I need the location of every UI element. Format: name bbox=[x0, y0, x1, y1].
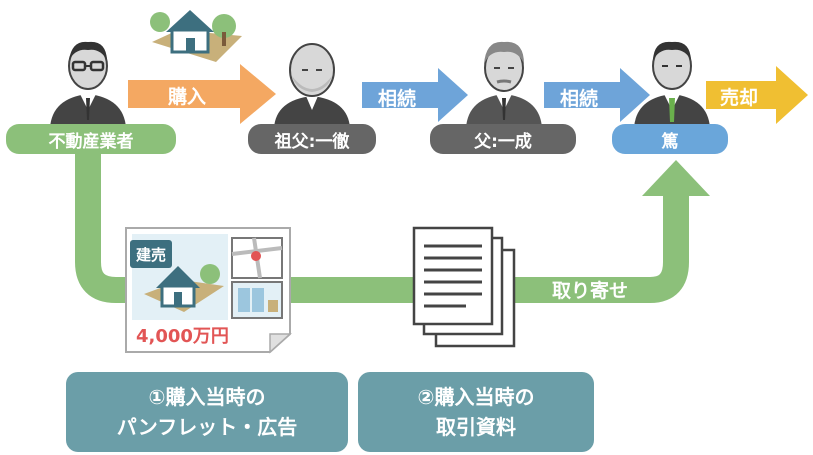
inheritance-label-1: 相続 bbox=[378, 88, 417, 110]
sale-arrow bbox=[706, 66, 808, 124]
father-label: 父:一成 bbox=[430, 124, 576, 154]
dealer-label: 不動産業者 bbox=[6, 124, 176, 154]
inheritance-arrow-2 bbox=[544, 68, 650, 122]
documents-icon bbox=[412, 226, 516, 348]
purchase-arrow bbox=[128, 64, 276, 124]
self-label: 篤 bbox=[612, 124, 728, 154]
house-icon bbox=[150, 10, 242, 62]
flyer-badge: 建売 bbox=[130, 240, 172, 268]
document-transaction-line2: 取引資料 bbox=[436, 415, 516, 439]
grandfather-label: 祖父:一徹 bbox=[248, 124, 376, 154]
purchase-label: 購入 bbox=[168, 86, 207, 108]
document-box-transaction: ②購入当時の 取引資料 bbox=[358, 372, 594, 452]
self-person-icon bbox=[634, 41, 710, 128]
retrieval-label: 取り寄せ bbox=[552, 280, 629, 302]
document-pamphlet-line2: パンフレット・広告 bbox=[116, 415, 298, 439]
grandfather-person-icon bbox=[274, 43, 350, 128]
inheritance-label-2: 相続 bbox=[560, 88, 599, 110]
father-person-icon bbox=[466, 41, 542, 128]
flyer-price: 4,000万円 bbox=[136, 326, 229, 347]
sale-label: 売却 bbox=[720, 87, 759, 109]
inheritance-arrow-1 bbox=[362, 68, 468, 122]
flyer-card: 建売 4,000万円 bbox=[124, 226, 292, 354]
document-box-pamphlet: ①購入当時の パンフレット・広告 bbox=[66, 372, 348, 452]
document-pamphlet-line1: ①購入当時の bbox=[148, 385, 266, 409]
dealer-person-icon bbox=[50, 41, 126, 128]
document-transaction-line1: ②購入当時の bbox=[417, 385, 535, 409]
